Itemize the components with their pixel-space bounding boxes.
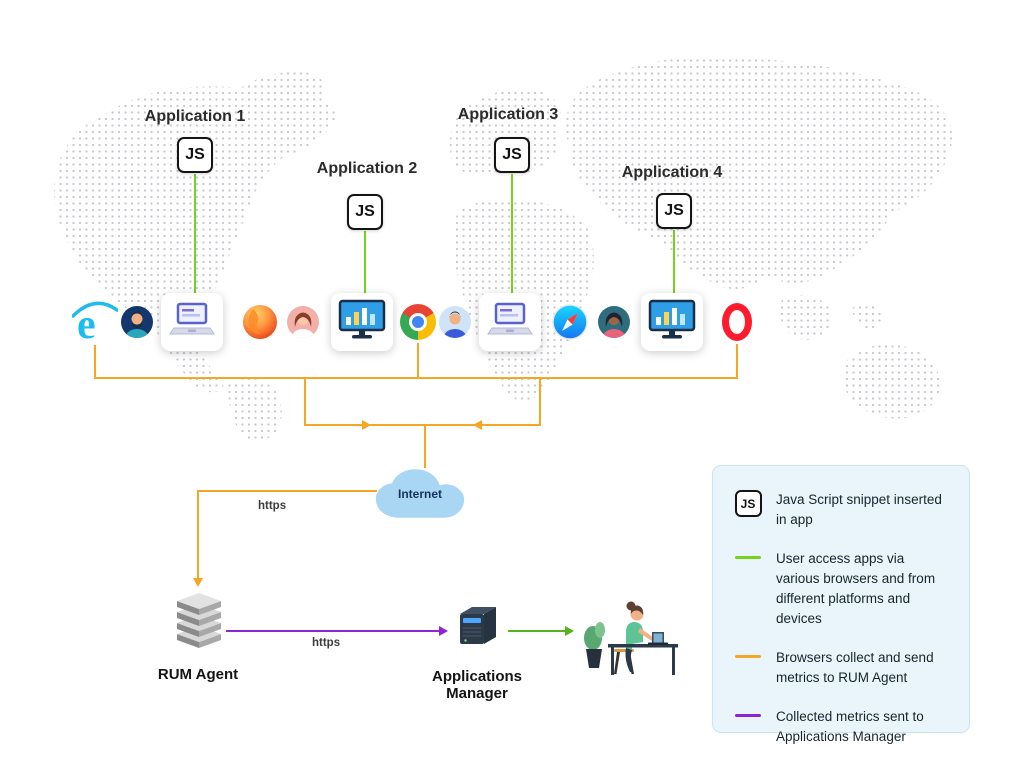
- arrowhead-to-manager: [439, 626, 448, 636]
- monitor-card-1: [331, 293, 393, 351]
- metrics-bus-lower: [304, 424, 541, 426]
- rum-agent-server-stack-icon: [172, 592, 226, 650]
- arrowhead-to-center-right: [473, 420, 482, 430]
- metrics-drop-opera: [736, 344, 738, 378]
- js-snippet-badge-3: JS: [494, 137, 530, 173]
- metrics-drop-chrome: [417, 343, 419, 378]
- js-snippet-badge-1: JS: [177, 137, 213, 173]
- metrics-drop-left: [304, 377, 306, 425]
- laptop-card-2: [479, 293, 541, 351]
- application-3-label: Application 3: [457, 106, 559, 123]
- https-label-internet-rum: https: [258, 500, 287, 512]
- legend-text-js-snippet: Java Script snippet inserted in app: [776, 492, 942, 527]
- application-2-label: Application 2: [316, 160, 418, 177]
- metrics-drop-right: [539, 377, 541, 425]
- legend-text-green-line: User access apps via various browsers an…: [776, 550, 936, 626]
- user-avatar-2: [287, 306, 319, 338]
- internet-explorer-icon: e: [71, 299, 119, 348]
- metrics-drop-to-internet: [424, 424, 426, 468]
- legend-item-js-snippet: JS Java Script snippet inserted in app: [733, 490, 951, 530]
- internet-label: Internet: [397, 487, 443, 501]
- arrowhead-to-rum-agent: [193, 578, 203, 587]
- internet-to-rum-drop: [197, 490, 199, 580]
- applications-manager-server-icon: [452, 604, 504, 650]
- user-avatar-3: [439, 306, 471, 338]
- app3-access-line: [511, 174, 513, 293]
- manager-to-user-line: [508, 630, 566, 632]
- applications-manager-label: Applications Manager: [431, 668, 522, 702]
- app2-access-line: [364, 231, 366, 293]
- arrowhead-to-center-left: [362, 420, 371, 430]
- opera-icon: [722, 303, 752, 341]
- orange-line-icon: [735, 654, 761, 658]
- monitor-chart-icon: [648, 299, 696, 346]
- legend-item-purple-line: Collected metrics sent to Applications M…: [733, 707, 951, 747]
- legend-item-green-line: User access apps via various browsers an…: [733, 549, 951, 629]
- js-badge-icon: JS: [734, 490, 762, 517]
- legend-text-orange-line: Browsers collect and send metrics to RUM…: [776, 649, 934, 685]
- user-avatar-1: [121, 306, 153, 338]
- laptop-card-1: [161, 293, 223, 351]
- js-snippet-badge-4: JS: [656, 193, 692, 229]
- internet-to-rum-line: [197, 490, 377, 492]
- purple-line-icon: [735, 713, 761, 717]
- application-4-label: Application 4: [621, 164, 723, 181]
- analyst-at-desk-illustration: [580, 592, 680, 676]
- laptop-icon: [169, 301, 215, 344]
- app1-access-line: [194, 174, 196, 293]
- safari-icon: [552, 304, 588, 340]
- rum-agent-label: RUM Agent: [157, 666, 239, 683]
- legend-text-purple-line: Collected metrics sent to Applications M…: [776, 708, 924, 744]
- https-label-rum-manager: https: [312, 637, 341, 649]
- app4-access-line: [673, 230, 675, 293]
- monitor-chart-icon: [338, 299, 386, 346]
- user-avatar-4: [598, 306, 630, 338]
- chrome-icon: [400, 304, 436, 340]
- rum-to-manager-line: [226, 630, 440, 632]
- metrics-bus-upper: [94, 377, 738, 379]
- monitor-card-2: [641, 293, 703, 351]
- firefox-icon: [242, 304, 278, 340]
- js-snippet-badge-2: JS: [347, 194, 383, 230]
- legend-item-orange-line: Browsers collect and send metrics to RUM…: [733, 648, 951, 688]
- legend-panel: JS Java Script snippet inserted in app U…: [712, 465, 970, 744]
- internet-cloud-icon: [370, 466, 470, 522]
- application-1-label: Application 1: [144, 108, 246, 125]
- metrics-drop-ie: [94, 345, 96, 378]
- laptop-icon: [487, 301, 533, 344]
- arrowhead-to-user: [565, 626, 574, 636]
- green-line-icon: [735, 555, 761, 559]
- svg-text:e: e: [77, 302, 96, 345]
